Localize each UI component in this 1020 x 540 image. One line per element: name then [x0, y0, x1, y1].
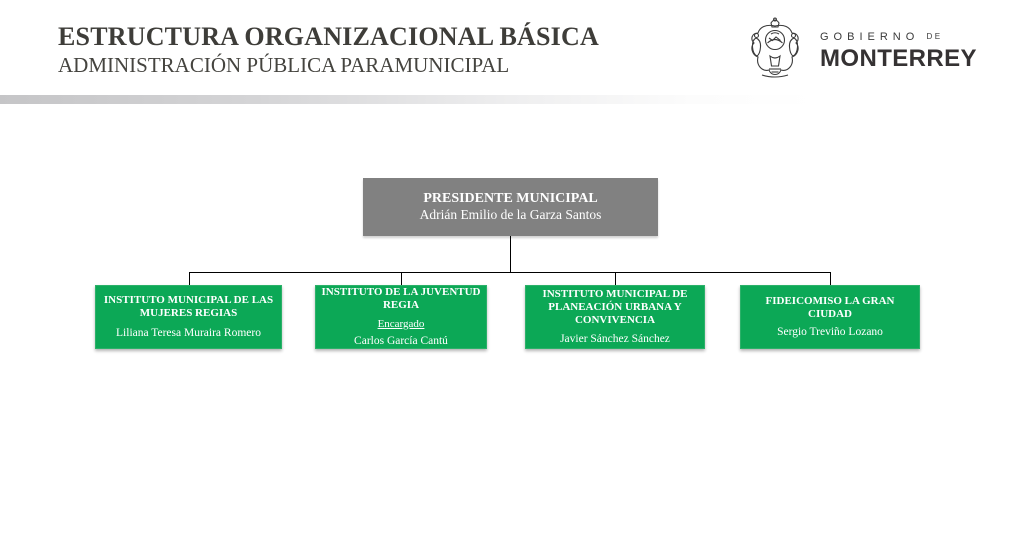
monterrey-logo: GOBIERNO DE MONTERREY: [744, 14, 977, 84]
org-box-title: INSTITUTO MUNICIPAL DE LAS MUJERES REGIA…: [103, 293, 274, 319]
org-box-title: INSTITUTO DE LA JUVENTUD REGIA: [321, 286, 481, 312]
connector-drop-3: [615, 272, 616, 285]
page-subtitle: ADMINISTRACIÓN PÚBLICA PARAMUNICIPAL: [58, 53, 510, 77]
org-box-title: FIDEICOMISO LA GRAN CIUDAD: [765, 294, 895, 320]
org-box-name: Carlos García Cantú: [354, 334, 448, 347]
org-box-name: Adrián Emilio de la Garza Santos: [419, 207, 602, 223]
org-box-instituto-juventud-regia: INSTITUTO DE LA JUVENTUD REGIA Encargado…: [315, 285, 487, 349]
org-box-presidente-municipal: PRESIDENTE MUNICIPAL Adrián Emilio de la…: [363, 178, 658, 236]
org-box-name: Sergio Treviño Lozano: [777, 326, 883, 339]
logo-text: GOBIERNO DE MONTERREY: [820, 31, 977, 73]
org-box-instituto-mujeres-regias: INSTITUTO MUNICIPAL DE LAS MUJERES REGIA…: [95, 285, 282, 349]
logo-government-text: GOBIERNO: [820, 31, 920, 43]
logo-de-text: DE: [926, 32, 943, 41]
logo-government-line: GOBIERNO DE: [820, 31, 970, 43]
connector-drop-4: [830, 272, 831, 285]
org-box-name: Javier Sánchez Sánchez: [560, 332, 670, 345]
header-divider-bar: [0, 95, 1020, 104]
connector-horizontal-line: [189, 272, 831, 273]
org-box-title: INSTITUTO MUNICIPAL DE PLANEACIÓN URBANA…: [542, 288, 688, 327]
connector-root-stem: [510, 236, 511, 272]
org-box-name: Liliana Teresa Muraira Romero: [116, 327, 261, 340]
connector-drop-2: [401, 272, 402, 285]
monterrey-coat-of-arms-icon: [751, 17, 799, 78]
logo-city-text: MONTERREY: [820, 45, 977, 72]
org-box-title: PRESIDENTE MUNICIPAL: [423, 190, 598, 206]
page-title: ESTRUCTURA ORGANIZACIONAL BÁSICA: [58, 22, 599, 51]
org-box-role: Encargado: [377, 317, 425, 330]
connector-drop-1: [189, 272, 190, 285]
org-box-fideicomiso-gran-ciudad: FIDEICOMISO LA GRAN CIUDAD Sergio Treviñ…: [740, 285, 920, 349]
org-box-instituto-planeacion-urbana: INSTITUTO MUNICIPAL DE PLANEACIÓN URBANA…: [525, 285, 705, 349]
